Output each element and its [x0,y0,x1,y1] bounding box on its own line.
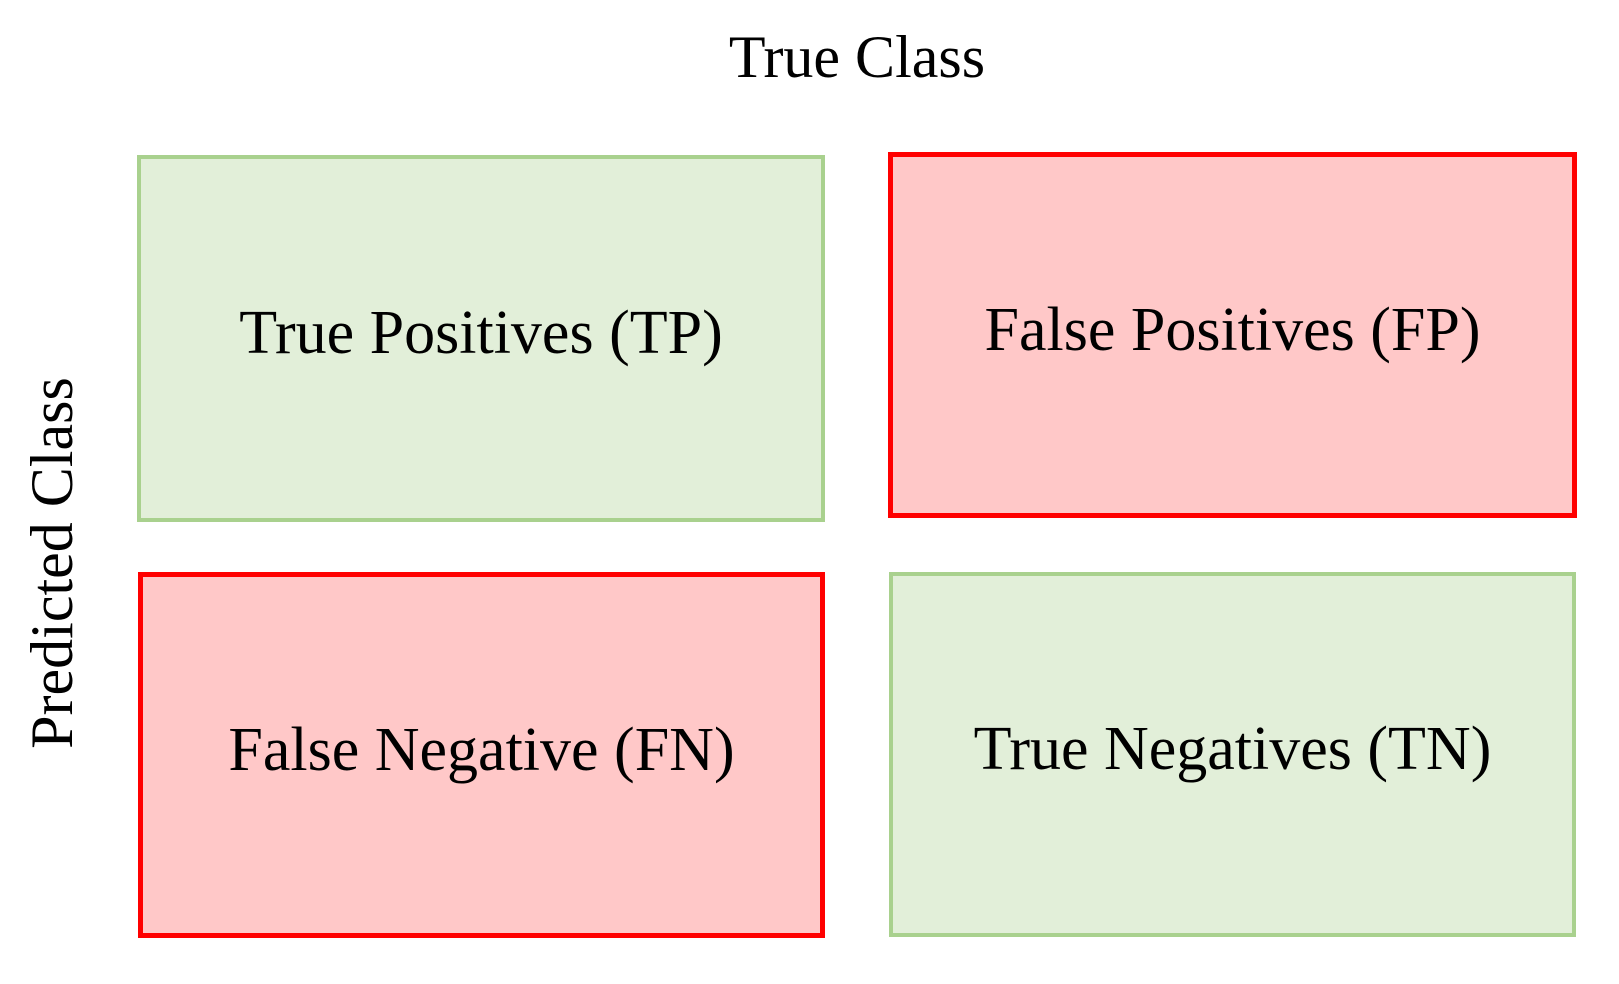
x-axis-title: True Class [728,24,986,90]
cell-false-negative: False Negative (FN) [138,572,825,938]
cell-false-negative-label: False Negative (FN) [228,715,735,784]
cell-false-positives-label: False Positives (FP) [984,295,1481,364]
y-axis-title: Predicted Class [19,377,85,749]
cell-true-negatives: True Negatives (TN) [889,572,1576,937]
cell-true-positives-label: True Positives (TP) [239,299,723,368]
cell-true-negatives-label: True Negatives (TN) [973,715,1492,784]
cell-false-positives: False Positives (FP) [888,152,1577,518]
cell-true-positives: True Positives (TP) [137,155,825,522]
